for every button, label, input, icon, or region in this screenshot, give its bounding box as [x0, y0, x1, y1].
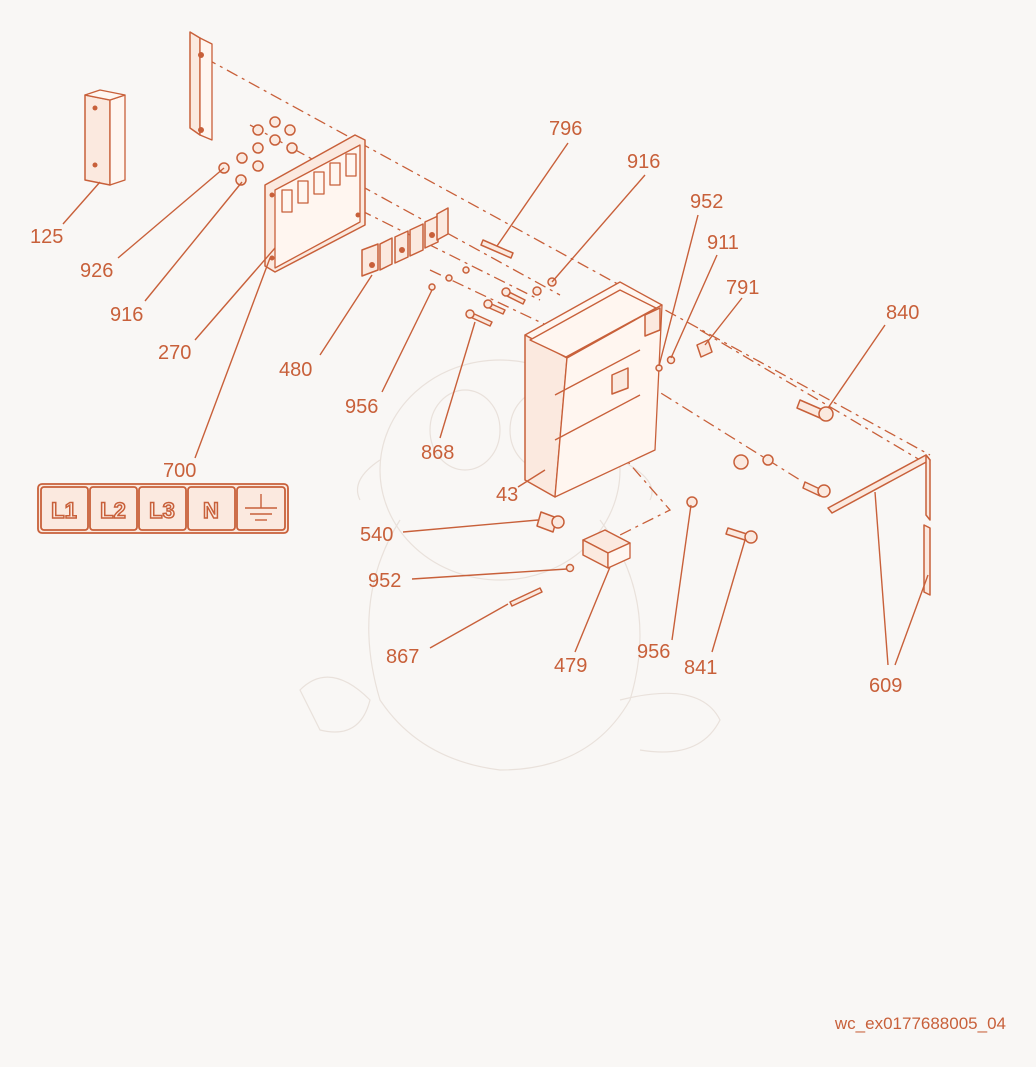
label-868: 868 [421, 442, 454, 464]
label-841: 841 [684, 657, 717, 679]
terminal-l1: L1 [51, 498, 77, 523]
drawing-code: wc_ex0177688005_04 [834, 1014, 1006, 1033]
screws-868-956 [428, 266, 557, 327]
upper-rail-bracket [189, 31, 213, 141]
connector-block-479 [582, 529, 631, 569]
label-840: 840 [886, 302, 919, 324]
pin-796 [480, 239, 514, 259]
label-952-bottom: 952 [368, 570, 401, 592]
cable-gland-540 [536, 511, 565, 533]
label-609: 609 [869, 675, 902, 697]
lower-bolts [686, 454, 831, 544]
label-911: 911 [707, 232, 739, 254]
terminal-clamps-480 [361, 207, 449, 277]
terminal-l3: L3 [149, 498, 175, 523]
label-540: 540 [360, 524, 393, 546]
label-867: 867 [386, 646, 419, 668]
label-796: 796 [549, 118, 582, 140]
label-125: 125 [30, 226, 63, 248]
washers-right [655, 339, 713, 372]
bolt-840 [796, 399, 834, 422]
label-956-left: 956 [345, 396, 378, 418]
label-43: 43 [496, 484, 518, 506]
label-956-right: 956 [637, 641, 670, 663]
housing-43 [524, 281, 663, 498]
label-700: 700 [163, 460, 196, 482]
label-952-top: 952 [690, 191, 723, 213]
terminal-marking-strip: L1 L2 L3 N [37, 483, 289, 534]
part-labels: 125 926 916 270 480 956 868 700 43 796 9… [30, 118, 919, 697]
label-479: 479 [554, 655, 587, 677]
rail-609 [827, 454, 931, 596]
terminal-plate-270 [264, 134, 366, 273]
watermark-mascot [299, 359, 721, 771]
label-916-right: 916 [627, 151, 660, 173]
label-480: 480 [279, 359, 312, 381]
terminal-n: N [203, 498, 219, 523]
bracket-125 [84, 89, 126, 186]
label-791: 791 [726, 277, 759, 299]
earth-ground-icon [245, 494, 277, 521]
washer-screw-lower [509, 563, 575, 607]
label-270: 270 [158, 342, 191, 364]
label-916-left: 916 [110, 304, 143, 326]
terminal-l2: L2 [100, 498, 126, 523]
leader-lines [62, 142, 929, 666]
label-926: 926 [80, 260, 113, 282]
